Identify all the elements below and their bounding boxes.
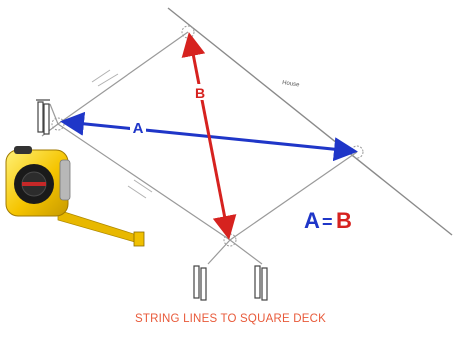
- house-label: House: [282, 80, 301, 88]
- diagonal-a-label: A: [133, 120, 144, 137]
- equation-equals: =: [322, 212, 333, 232]
- diagonal-b-label: B: [195, 85, 205, 101]
- equation-a: A: [304, 208, 320, 233]
- diagonal-b-arrow: [181, 32, 237, 240]
- stake-icon: [36, 99, 268, 301]
- house-wall-line: [167, 7, 453, 236]
- diagram-caption: STRING LINES TO SQUARE DECK: [135, 313, 326, 325]
- equation: A = B: [304, 208, 352, 233]
- equation-b: B: [336, 208, 352, 233]
- tape-measure-icon: [5, 146, 145, 247]
- dimension-marks: [91, 69, 153, 199]
